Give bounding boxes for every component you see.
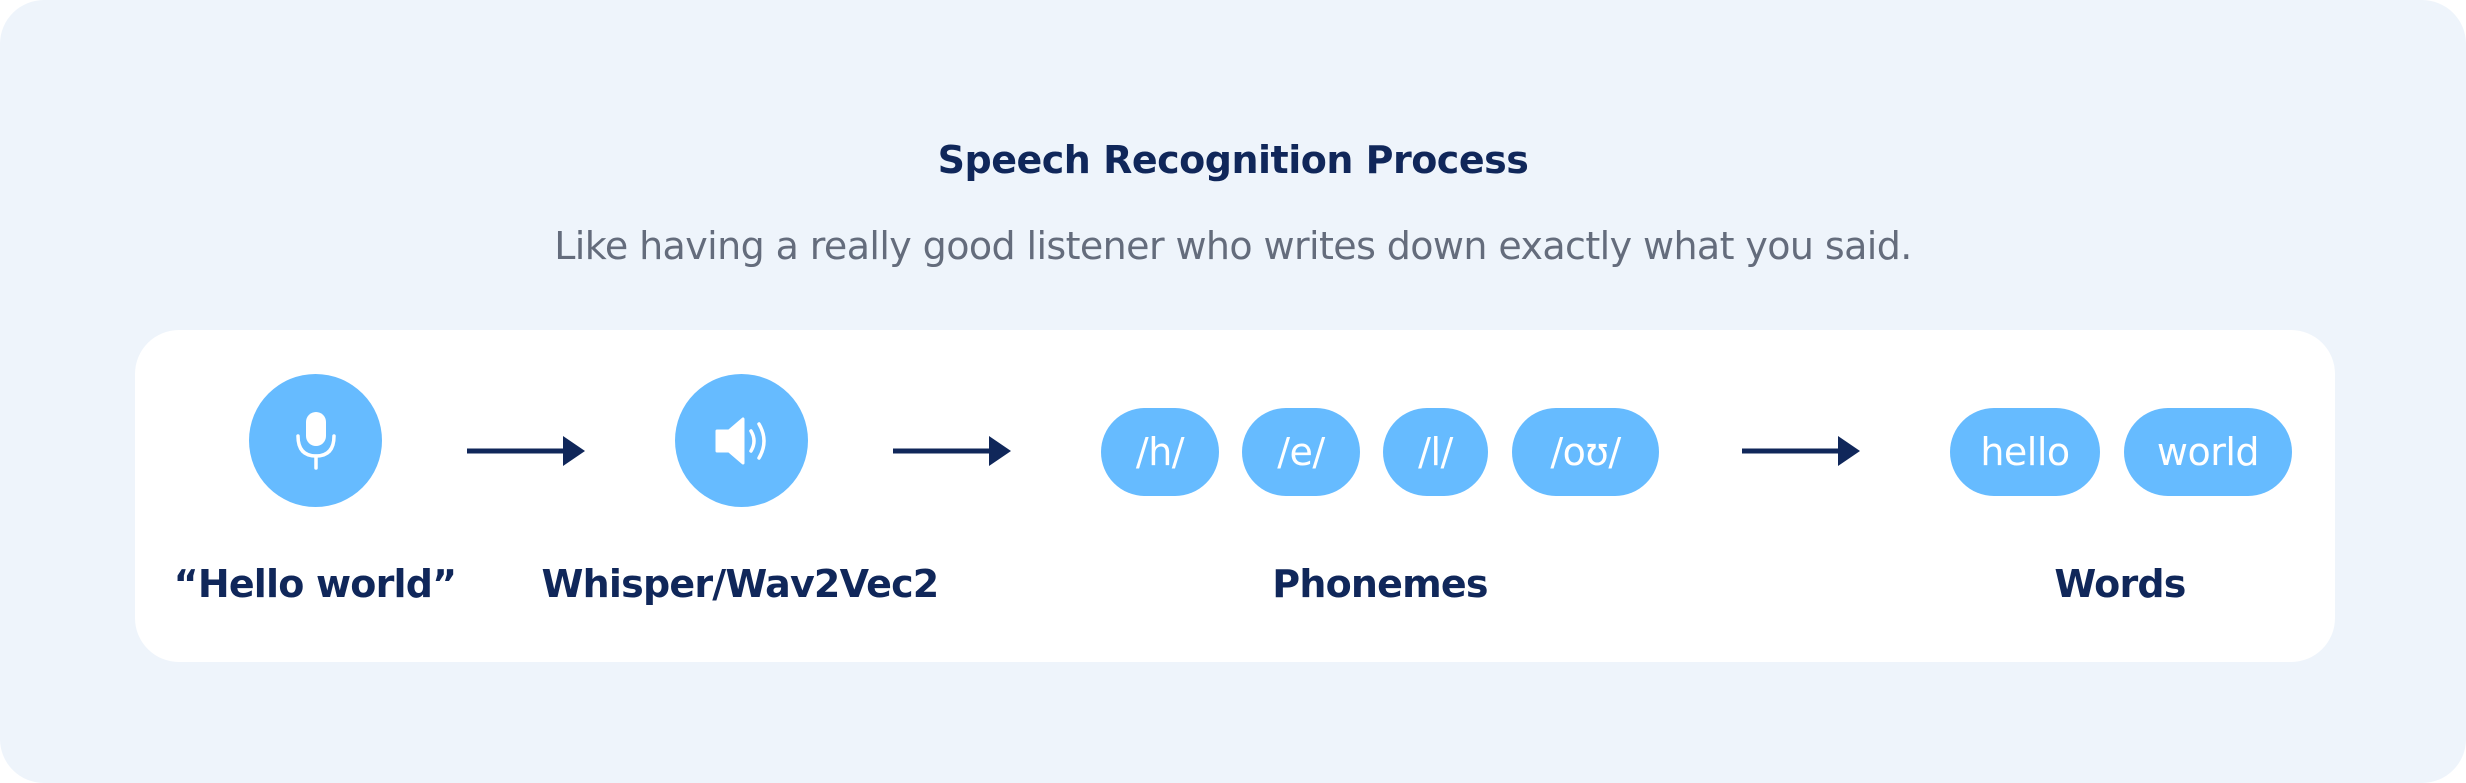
diagram-title: Speech Recognition Process bbox=[937, 138, 1529, 182]
phoneme-pill: /l/ bbox=[1383, 408, 1488, 496]
arrow-right-icon bbox=[467, 436, 585, 466]
process-panel bbox=[135, 330, 2335, 662]
microphone-icon bbox=[249, 374, 382, 507]
step-label-words: Words bbox=[2054, 562, 2186, 606]
arrow-right-icon bbox=[893, 436, 1011, 466]
phoneme-pill: /e/ bbox=[1242, 408, 1360, 496]
phoneme-pill: /oʊ/ bbox=[1512, 408, 1659, 496]
step-label-phonemes: Phonemes bbox=[1272, 562, 1488, 606]
word-pill: world bbox=[2124, 408, 2292, 496]
step-label-model: Whisper/Wav2Vec2 bbox=[541, 562, 940, 606]
step-label-input: “Hello world” bbox=[173, 562, 458, 606]
phoneme-pill: /h/ bbox=[1101, 408, 1219, 496]
word-pill: hello bbox=[1950, 408, 2100, 496]
diagram-subtitle: Like having a really good listener who w… bbox=[554, 224, 1912, 268]
arrow-right-icon bbox=[1742, 436, 1860, 466]
speaker-icon bbox=[675, 374, 808, 507]
